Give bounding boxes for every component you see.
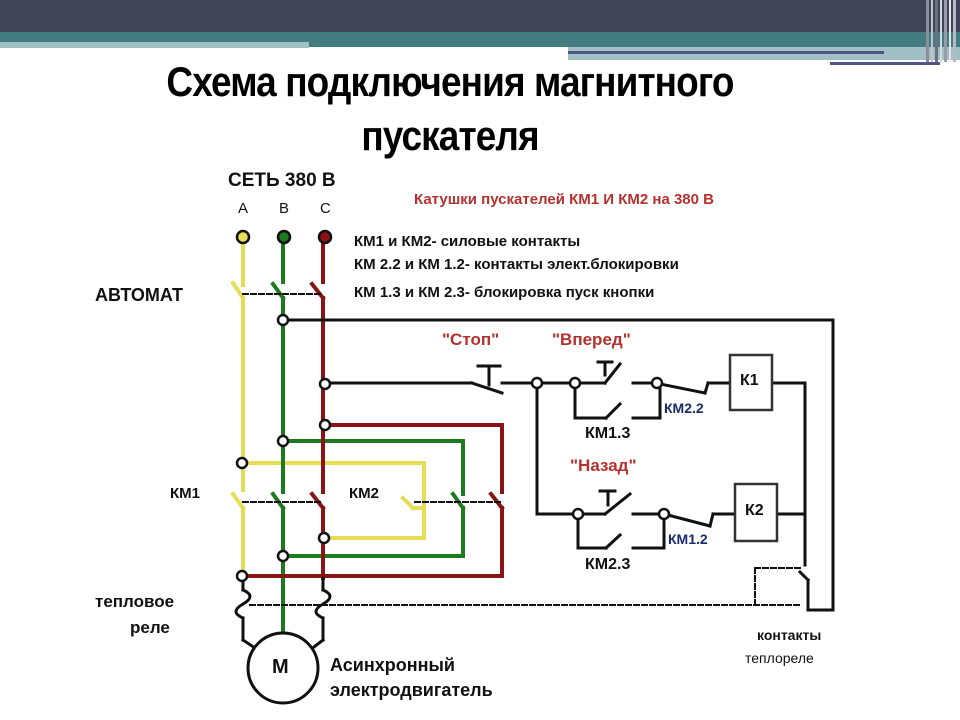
forward-button-label: "Вперед": [552, 330, 631, 349]
thermal-relay-label-1: тепловое: [95, 592, 175, 611]
coil-k2-label: К2: [745, 502, 764, 519]
thermal-contacts-label-1: контакты: [757, 627, 822, 643]
coil-note: Катушки пускателей КМ1 И КМ2 на 380 В: [414, 191, 714, 208]
thermal-contacts-label-2: теплореле: [745, 650, 814, 666]
terminal-b: [276, 229, 292, 245]
phase-c-label: C: [320, 200, 331, 217]
km1-label: КМ1: [170, 485, 200, 502]
motor-label-2: электродвигатель: [330, 680, 493, 700]
coil-k2: [733, 482, 779, 543]
slide-header-band: [0, 0, 960, 32]
junction-nodes: [235, 313, 671, 583]
terminal-a: [235, 229, 251, 245]
motor-symbol-label: М: [272, 656, 289, 678]
coil-k1: [728, 353, 774, 412]
motor-symbol: [246, 631, 320, 705]
slide-corner-stripes: [926, 0, 960, 62]
stop-button-label: "Стоп": [442, 330, 500, 349]
network-label: СЕТЬ 380 В: [228, 170, 336, 191]
phase-c-wire: [241, 238, 505, 580]
breaker-label: АВТОМАТ: [95, 285, 183, 305]
phase-b-wire: [270, 238, 466, 667]
slide-title-line-1: Схема подключения магнитного: [166, 58, 734, 105]
accent-line-lower: [830, 62, 940, 65]
km2-label: КМ2: [349, 485, 379, 502]
motor-label-1: Асинхронный: [330, 655, 455, 675]
breaker-linkage: [242, 293, 801, 606]
coil-k1-label: К1: [740, 372, 759, 389]
contact-km1-3: КМ1.3: [585, 425, 631, 442]
accent-line-upper: [568, 51, 884, 54]
thermal-relay-label-2: реле: [130, 618, 170, 637]
terminal-c: [317, 229, 333, 245]
contact-km2-3: КМ2.3: [585, 556, 631, 573]
phase-a-wire: [230, 238, 426, 580]
slide-title-line-2: пускателя: [361, 112, 539, 159]
legend-item-3: КМ 1.3 и КМ 2.3- блокировка пуск кнопки: [354, 284, 655, 301]
legend-item-2: КМ 2.2 и КМ 1.2- контакты элект.блокиров…: [354, 256, 679, 273]
phase-a-label: A: [238, 200, 249, 217]
contact-km1-2: КМ1.2: [668, 531, 708, 547]
slide-header-light-band-left: [0, 42, 309, 48]
contact-km2-2: КМ2.2: [664, 400, 704, 416]
legend-item-1: КМ1 и КМ2- силовые контакты: [354, 233, 581, 250]
back-button-label: "Назад": [570, 456, 637, 475]
phase-b-label: B: [279, 200, 290, 217]
